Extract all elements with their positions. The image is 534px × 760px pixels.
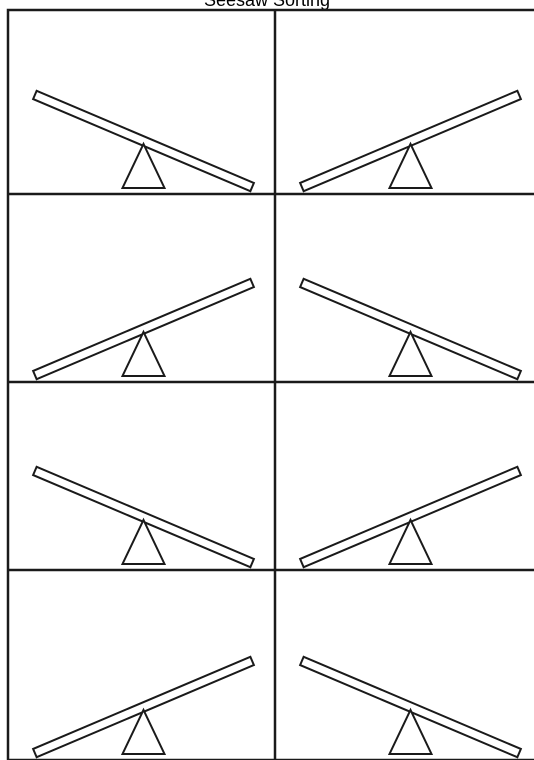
seesaw-panel[interactable] (33, 91, 254, 191)
seesaw-panel[interactable] (33, 467, 254, 567)
seesaw-panel[interactable] (300, 91, 521, 191)
seesaw-panel[interactable] (33, 279, 254, 379)
seesaw-panel[interactable] (33, 657, 254, 757)
seesaw-panel[interactable] (300, 279, 521, 379)
seesaw-panel[interactable] (300, 657, 521, 757)
seesaw-panel[interactable] (300, 467, 521, 567)
